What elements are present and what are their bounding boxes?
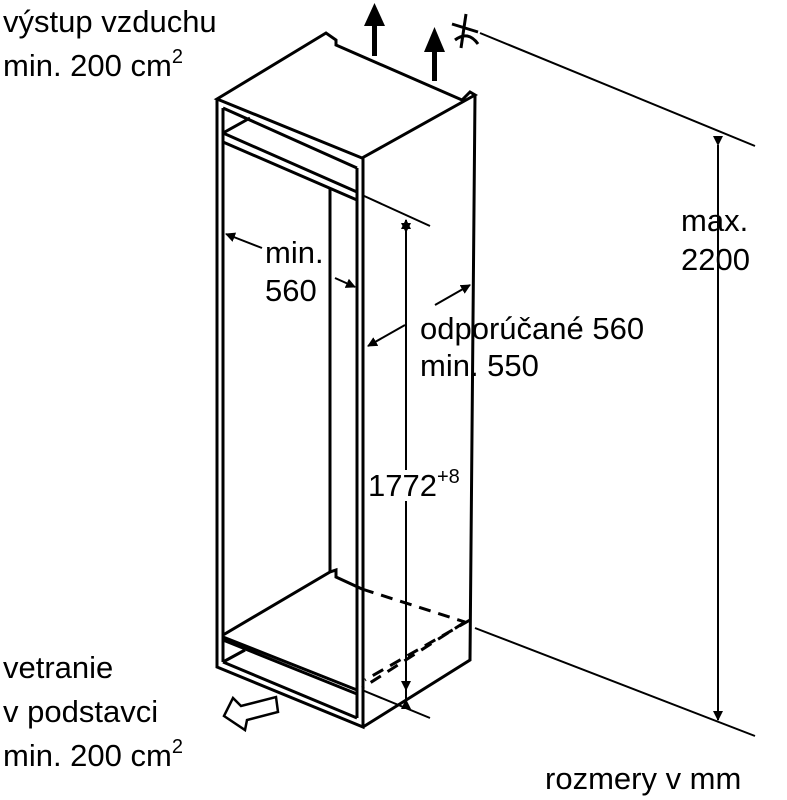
air-outlet-label-1: výstup vzduchu — [3, 4, 217, 39]
air-outlet-arrow-icon — [364, 3, 445, 81]
width-arrow-right — [334, 277, 356, 288]
base-vent-exponent: 2 — [171, 736, 183, 758]
cabinet-front-left-edge — [215, 99, 365, 730]
hidden-floor-edges — [361, 587, 471, 690]
base-vent-opening — [222, 635, 358, 720]
base-vent-label-2: v podstavci — [3, 694, 159, 729]
air-outlet-value: min. 200 cm — [3, 48, 172, 83]
depth-arrow-back — [434, 284, 471, 306]
niche-height-tolerance: +8 — [436, 466, 460, 488]
min-width-label: min. — [265, 235, 324, 270]
width-arrow-left — [225, 232, 263, 249]
max-height-label: max. — [681, 203, 749, 238]
cabinet-top — [213, 31, 478, 160]
base-vent-value: min. 200 cm — [3, 738, 172, 773]
niche-height-value: 1772 — [368, 468, 437, 503]
cabinet-floor — [222, 567, 363, 637]
depth-minimum: min. 550 — [420, 348, 539, 383]
air-outlet-exponent: 2 — [171, 46, 183, 68]
top-vent-opening — [222, 106, 358, 202]
base-vent-label-1: vetranie — [3, 650, 114, 685]
cabinet-side-panel — [362, 94, 477, 729]
min-width-value: 560 — [265, 273, 317, 308]
dimension-symbol-icon — [451, 13, 480, 49]
depth-recommended: odporúčané 560 — [420, 311, 645, 346]
max-height-value: 2200 — [681, 242, 750, 277]
base-ventilation-arrow-icon — [222, 695, 280, 733]
niche-height-label: 1772+8 — [368, 467, 460, 503]
base-vent-label-3: min. 200 cm2 — [3, 737, 183, 773]
units-note: rozmery v mm — [545, 761, 742, 796]
depth-arrow-front — [367, 324, 406, 347]
extension-lines — [361, 32, 756, 737]
air-outlet-label-2: min. 200 cm2 — [3, 47, 183, 83]
